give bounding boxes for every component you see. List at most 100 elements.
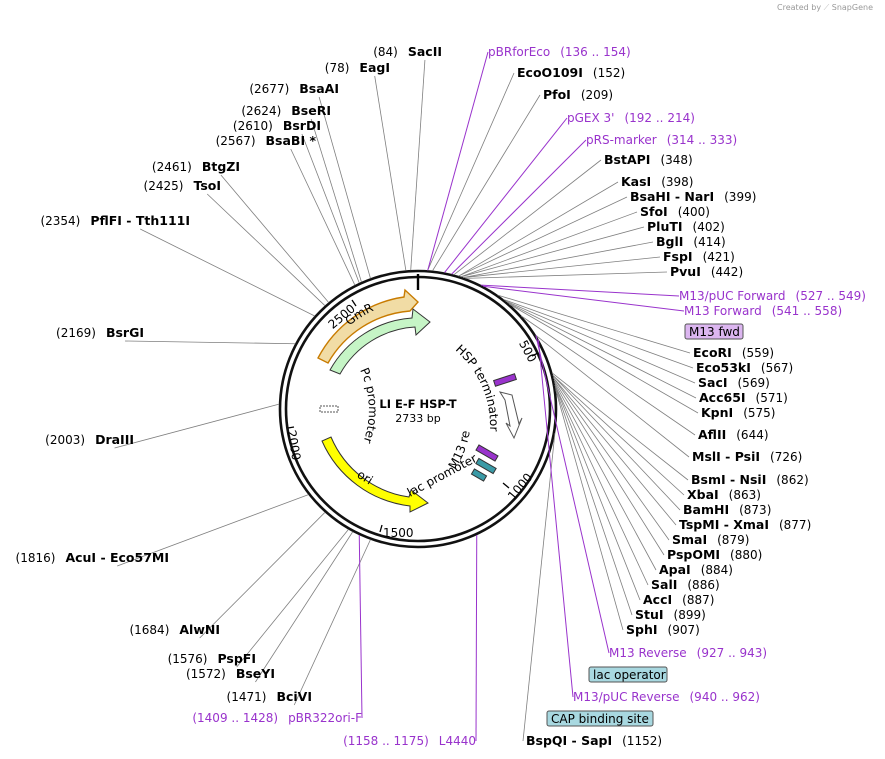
enzyme-site-label: Acc65I [699, 390, 746, 405]
lac-operator-box[interactable]: lac operator [588, 666, 668, 683]
enzyme-leader [206, 193, 326, 306]
primer-leader [475, 534, 478, 742]
site-leaders [114, 51, 699, 742]
enzyme-site-position: (84) [373, 45, 398, 59]
enzyme-leader [554, 382, 657, 571]
tick-500: 500 [516, 338, 539, 365]
primer-label: pRS-marker [586, 133, 657, 147]
enzyme-site-label: KpnI [701, 405, 733, 420]
enzyme-site-position: (899) [674, 608, 706, 622]
enzyme-site-position: (1816) [16, 551, 56, 565]
enzyme-site-label: ApaI [659, 562, 691, 577]
enzyme-leader [432, 94, 541, 271]
credit-text: Created by [777, 3, 822, 12]
primer-leader [537, 339, 574, 698]
lac-promoter-label: lac promoter [405, 451, 479, 499]
gmr-feature[interactable]: GmR [317, 288, 431, 375]
cap-site-box[interactable]: CAP binding site [546, 710, 654, 727]
enzyme-site-label: BsmI - NsiI [691, 472, 766, 487]
enzyme-leader [507, 302, 697, 399]
enzyme-leader [554, 384, 649, 586]
enzyme-leader [124, 340, 296, 345]
enzyme-leader [552, 375, 681, 511]
enzyme-leader [497, 294, 691, 354]
enzyme-leader [318, 96, 371, 279]
enzyme-site-label: BsrGI [106, 325, 144, 340]
tick-marks [287, 299, 539, 533]
primer-label: M13/pUC Reverse [573, 690, 680, 704]
ori-feature[interactable]: ori [321, 436, 429, 513]
enzyme-leader [505, 300, 696, 384]
tick-2000: 2000 [284, 429, 303, 462]
enzyme-leader [460, 211, 638, 278]
enzyme-site-position: (1576) [168, 652, 208, 666]
snapgene-logo-icon: ⟋ [823, 3, 830, 12]
enzyme-site-position: (873) [739, 503, 771, 517]
enzyme-site-label: BsaBI * [266, 133, 317, 148]
enzyme-site-position: (400) [678, 205, 710, 219]
enzyme-leader [310, 118, 362, 283]
enzyme-site-label: DraIII [95, 432, 134, 447]
enzyme-site-position: (2461) [152, 160, 192, 174]
primer-label: M13 Reverse [609, 646, 687, 660]
enzyme-leader [114, 403, 280, 449]
enzyme-site-label: BciVI [276, 689, 312, 704]
m13-fwd-box[interactable]: M13 fwd [684, 323, 744, 340]
enzyme-site-position: (887) [682, 593, 714, 607]
enzyme-leader [522, 433, 556, 742]
enzyme-site-label: EagI [359, 60, 390, 75]
enzyme-site-label: TspMI - XmaI [679, 517, 769, 532]
enzyme-site-label: Eco53kI [696, 360, 751, 375]
enzyme-site-label: PfoI [543, 87, 571, 102]
enzyme-site-label: SacII [408, 44, 442, 59]
enzyme-site-label: AlwNI [179, 622, 220, 637]
enzyme-site-label: SmaI [672, 532, 707, 547]
hsp-terminator-feature[interactable]: HSP terminator [453, 342, 523, 440]
primer-leader [451, 139, 587, 275]
enzyme-site-label: BamHI [683, 502, 729, 517]
enzyme-site-position: (1684) [129, 623, 169, 637]
enzyme-site-label: PvuI [670, 264, 701, 279]
enzyme-site-position: (2677) [249, 82, 289, 96]
enzyme-site-label: XbaI [687, 487, 719, 502]
enzyme-site-label: BsaHI - NarI [630, 189, 714, 204]
enzyme-site-position: (1152) [622, 734, 662, 748]
enzyme-site-position: (569) [738, 376, 770, 390]
primer-range: (940 .. 962) [690, 690, 760, 704]
plasmid-size: 2733 bp [395, 412, 440, 425]
primer-label: M13/pUC Forward [679, 289, 786, 303]
enzyme-site-position: (421) [703, 250, 735, 264]
site-labels: EcoO109I(152)PfoI(209)BstAPI(348)KasI(39… [16, 44, 866, 748]
primer-leader [483, 285, 685, 312]
primer-range: (136 .. 154) [560, 45, 630, 59]
enzyme-leader [553, 379, 665, 556]
enzyme-leader [199, 512, 326, 639]
enzyme-site-label: SalI [651, 577, 677, 592]
enzyme-site-position: (877) [779, 518, 811, 532]
enzyme-site-position: (2610) [233, 119, 273, 133]
enzyme-site-label: BglI [656, 234, 683, 249]
enzyme-leader [460, 226, 645, 278]
primer-label: pGEX 3' [567, 111, 614, 125]
primer-range: (927 .. 943) [697, 646, 767, 660]
enzyme-leader [521, 315, 696, 436]
enzyme-leader [553, 377, 670, 541]
enzyme-leader [453, 159, 602, 276]
enzyme-site-label: FspI [663, 249, 693, 264]
enzyme-site-label: BsaAI [299, 81, 339, 96]
enzyme-site-label: TsoI [193, 178, 221, 193]
enzyme-site-position: (348) [660, 153, 692, 167]
plasmid-name: LI E-F HSP-T [379, 397, 456, 411]
enzyme-site-label: BseYI [236, 666, 275, 681]
enzyme-site-position: (1572) [186, 667, 226, 681]
enzyme-site-label: PflFI - Tth111I [90, 213, 190, 228]
pc-promoter-feature[interactable]: Pc promoter [319, 366, 380, 445]
enzyme-leader [552, 375, 685, 496]
enzyme-site-position: (863) [729, 488, 761, 502]
enzyme-site-label: BtgZI [202, 159, 240, 174]
enzyme-site-position: (575) [743, 406, 775, 420]
primer-label: pBRforEco [488, 45, 550, 59]
enzyme-site-label: MslI - PsiI [692, 449, 760, 464]
snapgene-credit: Created by ⟋ SnapGene [777, 3, 873, 13]
enzyme-site-label: SfoI [640, 204, 668, 219]
